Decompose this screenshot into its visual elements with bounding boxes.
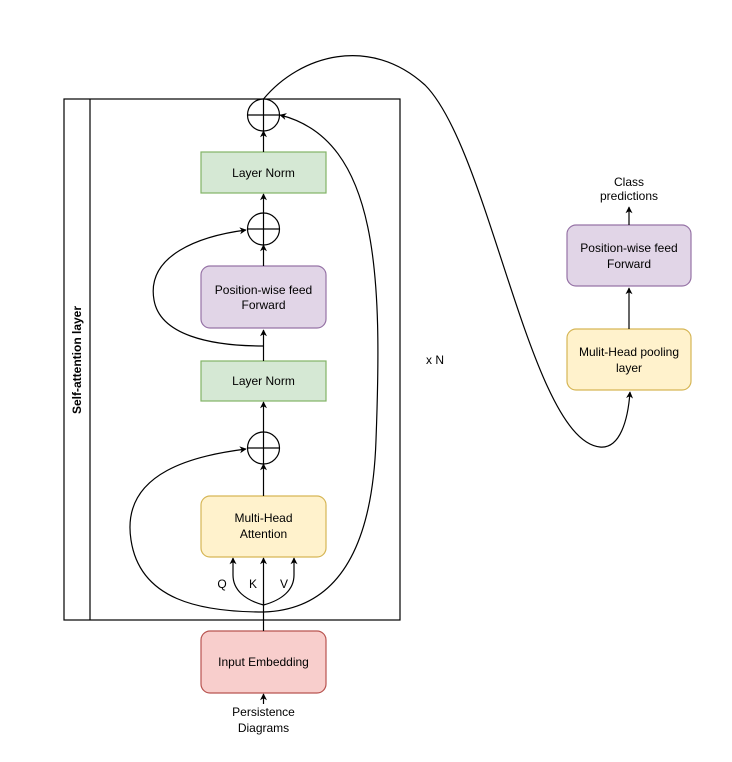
repeat-label: x N	[426, 353, 444, 367]
q-label: Q	[217, 577, 226, 591]
self-attention-container	[63, 98, 401, 621]
input-label-line1: Persistence	[232, 705, 295, 719]
v-branch	[263, 557, 298, 606]
multi-head-attention-line2: Attention	[240, 527, 287, 541]
input-label-line2: Diagrams	[238, 721, 289, 735]
add-node-2	[246, 212, 281, 246]
input-embedding-label: Input Embedding	[218, 655, 309, 669]
output-feed-forward-box[interactable]	[566, 224, 692, 287]
k-label: K	[249, 577, 257, 591]
pooling-layer-line2: layer	[616, 361, 642, 375]
layer-norm-1-box[interactable]	[200, 360, 327, 402]
pooling-layer-line1: Mulit-Head pooling	[579, 345, 679, 359]
residual-1-arrow	[129, 446, 264, 613]
add-node-1	[246, 431, 281, 465]
residual-2-arrow	[152, 227, 264, 347]
encoder-to-pooling-arrow	[263, 55, 634, 448]
feed-forward-line1: Position-wise feed	[215, 283, 312, 297]
output-feed-forward-line2: Forward	[607, 257, 651, 271]
feed-forward-line2: Forward	[241, 298, 285, 312]
residual-3-arrow	[263, 113, 379, 613]
layer-norm-2-box[interactable]	[200, 151, 327, 194]
layer-norm-1-label: Layer Norm	[232, 374, 295, 388]
v-label: V	[280, 577, 288, 591]
pooling-layer-box[interactable]	[566, 328, 692, 391]
layer-norm-2-label: Layer Norm	[232, 166, 295, 180]
feed-forward-box[interactable]	[200, 265, 327, 329]
self-attention-title: Self-attention layer	[70, 306, 84, 414]
output-label-line2: predictions	[600, 189, 658, 203]
output-label-line1: Class	[614, 175, 644, 189]
add-node-3	[246, 98, 281, 132]
q-branch	[229, 557, 264, 606]
multi-head-attention-line1: Multi-Head	[234, 511, 292, 525]
output-feed-forward-line1: Position-wise feed	[580, 241, 677, 255]
